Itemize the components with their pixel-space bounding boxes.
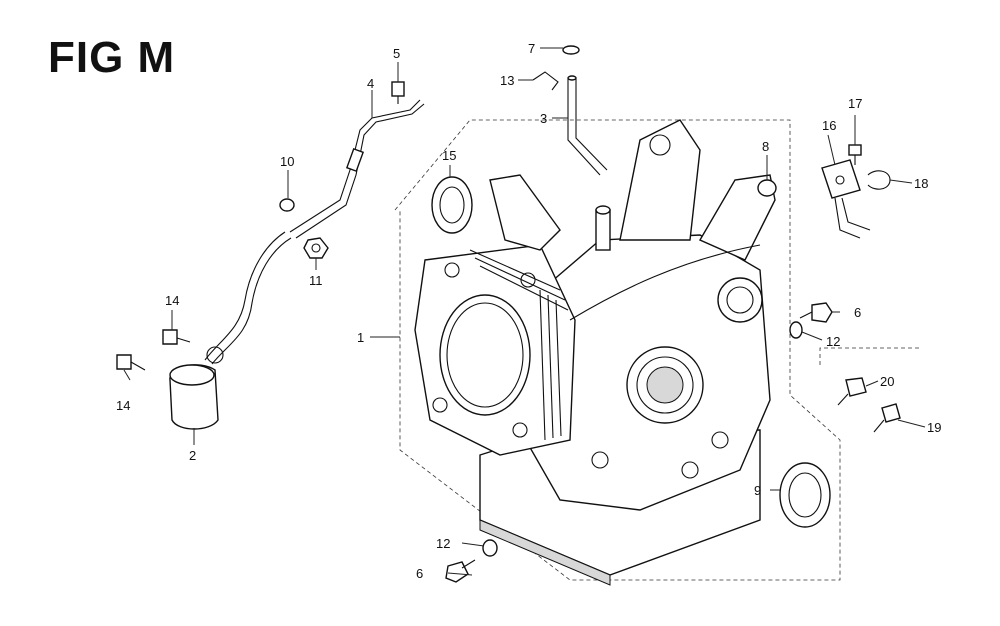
oil-seal-15 xyxy=(431,176,473,234)
bolt-14-upper xyxy=(162,329,191,345)
bolt-20 xyxy=(837,377,867,406)
callout-13: 13 xyxy=(500,73,514,88)
oil-level-switch xyxy=(169,231,292,430)
washer-12-bottom xyxy=(482,539,498,557)
bolt-5 xyxy=(391,81,405,104)
callout-20: 20 xyxy=(880,374,894,389)
bolt-14-lower xyxy=(116,354,146,371)
callout-10: 10 xyxy=(280,154,294,169)
callout-9: 9 xyxy=(754,483,761,498)
washer-10 xyxy=(279,198,295,212)
callout-1: 1 xyxy=(357,330,364,345)
callout-18: 18 xyxy=(914,176,928,191)
callout-6-right: 6 xyxy=(854,305,861,320)
callout-12-bottom: 12 xyxy=(436,536,450,551)
callout-8: 8 xyxy=(762,139,769,154)
callout-14-lower: 14 xyxy=(116,398,130,413)
callout-19: 19 xyxy=(927,420,941,435)
nut-11 xyxy=(303,237,329,259)
sensor-19 xyxy=(873,403,901,433)
washer-12-right xyxy=(789,321,803,339)
plug-8 xyxy=(757,179,777,197)
bolt-6-bottom xyxy=(445,559,476,583)
callout-6-bottom: 6 xyxy=(416,566,423,581)
callout-2: 2 xyxy=(189,448,196,463)
callout-16: 16 xyxy=(822,118,836,133)
assembly-boundary xyxy=(394,119,841,581)
bolt-6-right xyxy=(799,302,833,323)
callout-3: 3 xyxy=(540,111,547,126)
sensor-16 xyxy=(821,159,871,239)
callout-17: 17 xyxy=(848,96,862,111)
callout-5: 5 xyxy=(393,46,400,61)
callout-4: 4 xyxy=(367,76,374,91)
clip-13 xyxy=(532,71,559,91)
callout-14-upper: 14 xyxy=(165,293,179,308)
sensor-wire xyxy=(289,99,425,239)
clamp-18 xyxy=(867,170,891,190)
crankcase-body xyxy=(414,119,776,586)
oil-seal-9 xyxy=(779,462,831,528)
callout-15: 15 xyxy=(442,148,456,163)
callout-11: 11 xyxy=(309,273,323,288)
cap-7 xyxy=(562,45,580,55)
callout-12-right: 12 xyxy=(826,334,840,349)
callout-7: 7 xyxy=(528,41,535,56)
leader-lines xyxy=(123,47,926,576)
sensor-boundary xyxy=(819,347,920,365)
breather-tube xyxy=(567,75,608,176)
figure-title: FIG M xyxy=(48,33,176,82)
callout-labels: 1 2 3 4 5 6 6 7 8 9 10 11 12 12 13 14 14… xyxy=(116,41,941,581)
